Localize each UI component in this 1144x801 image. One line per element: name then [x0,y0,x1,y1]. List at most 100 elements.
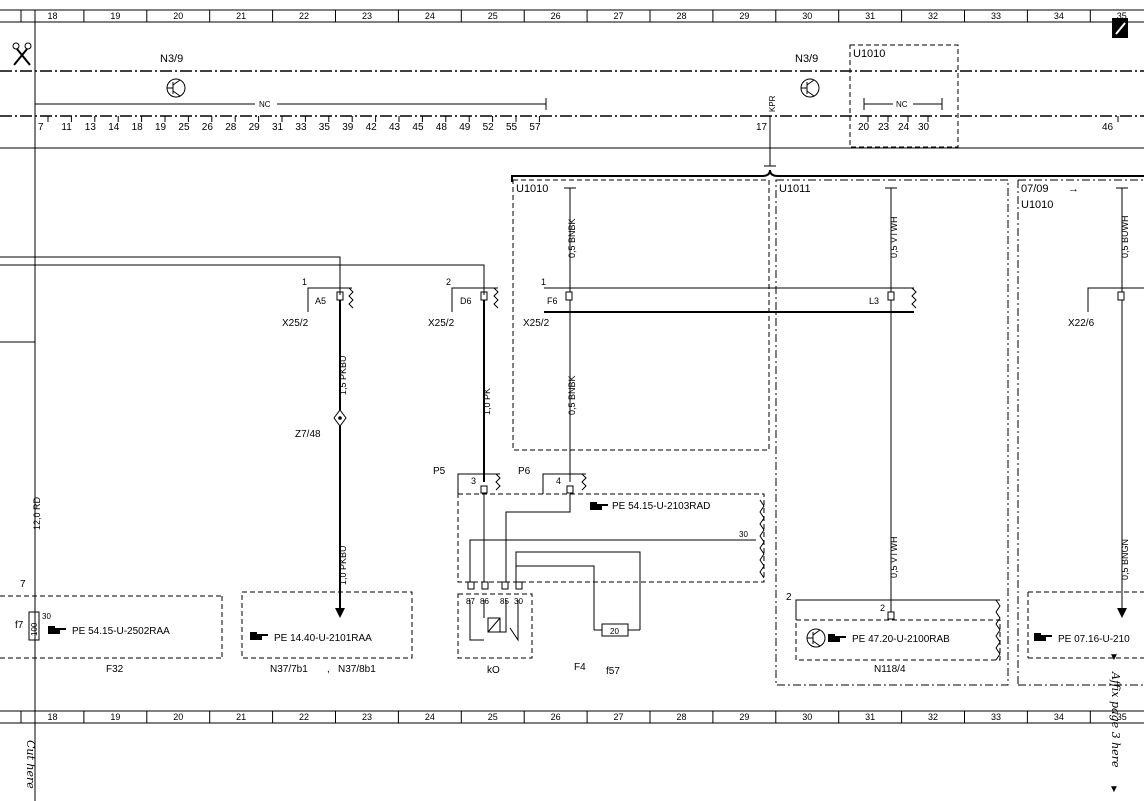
svg-text:PE 14.40-U-2101RAA: PE 14.40-U-2101RAA [274,633,372,644]
splice-z7-48: Z7/48 [295,409,347,440]
top-ruler-col-label: 30 [802,11,812,21]
relay-pin: 87 [466,597,475,606]
bottom-ruler-col-label: 34 [1054,712,1064,722]
bottom-ruler-col-label: 22 [299,712,309,722]
bottom-ruler-col-label: 24 [425,712,435,722]
pin-label: 29 [249,122,261,133]
bottom-ruler-col-label: 25 [488,712,498,722]
group-brace [511,169,1144,182]
bottom-ruler-col-label: 33 [991,712,1001,722]
top-ruler-col-label: 19 [110,11,120,21]
u1010-top-box [849,44,959,148]
top-ruler-col-label: 28 [676,11,686,21]
pin-label: 42 [366,122,378,133]
u1010-mid-box [512,179,770,451]
relay-pin: 85 [500,597,509,606]
pin-label: 30 [918,122,930,133]
relay-pin: 86 [480,597,489,606]
svg-text:3: 3 [471,476,476,486]
connector-d6: 2 D6 X25/2 [428,277,499,329]
transistor-icon [166,78,186,98]
top-ruler-col-label: 26 [551,11,561,21]
svg-text:2: 2 [880,603,885,613]
svg-text:N37/8b1: N37/8b1 [338,664,376,675]
svg-text:Z7/48: Z7/48 [295,429,321,440]
pin-label: 19 [155,122,167,133]
triangle-marker-top: ▼ [1109,652,1119,663]
svg-text:F32: F32 [106,664,124,675]
pin-label: 26 [202,122,214,133]
pe-0716-block: PE 07.16-U-210 [1027,591,1144,659]
svg-text:2: 2 [446,277,451,287]
pin-label: 13 [85,122,97,133]
pin-label: 39 [342,122,354,133]
top-ruler-col-label: 22 [299,11,309,21]
pin-label: 57 [529,122,541,133]
svg-text:PE 47.20-U-2100RAB: PE 47.20-U-2100RAB [852,634,950,645]
top-ruler-col-label: 18 [47,11,57,21]
pin-label: 20 [858,122,870,133]
top-ruler-col-label: 29 [739,11,749,21]
triangle-marker-bottom: ▼ [1109,784,1119,795]
n3-9-label-left: N3/9 [160,53,183,65]
top-ruler-col-label: 20 [173,11,183,21]
pin-label: 31 [272,122,284,133]
svg-text:20: 20 [610,627,619,636]
wire-10-pkbu: 1,0 PKBU [338,545,348,585]
top-ruler-col-label: 34 [1054,11,1064,21]
nc-label-left: NC [259,100,271,109]
u1010-mid-label: U1010 [516,183,548,195]
pin-label: 35 [319,122,331,133]
pointing-hand-icon [590,502,608,510]
svg-text:F4: F4 [574,662,586,673]
svg-text:X25/2: X25/2 [282,318,309,329]
svg-text:PE 07.16-U-210: PE 07.16-U-210 [1058,634,1130,645]
connector-x22-6: X22/6 [1068,318,1095,329]
pin-label: 52 [483,122,495,133]
svg-text:PE 54.15-U-2502RAA: PE 54.15-U-2502RAA [72,626,170,637]
wire-05-buwh: 0,5 BUWH [1120,215,1130,258]
bottom-ruler-col-label: 30 [802,712,812,722]
svg-text:4: 4 [556,476,561,486]
top-ruler-col-label: 27 [614,11,624,21]
svg-text:f7: f7 [15,620,24,631]
svg-text:,: , [327,664,330,675]
bottom-ruler-col-label: 23 [362,712,372,722]
pin-17: 17 [756,122,768,133]
pin-label: 25 [178,122,190,133]
svg-text:2: 2 [786,592,792,603]
wire-05-vtwh: 0,5 VTWH [889,536,899,578]
svg-text:L3: L3 [869,296,879,306]
svg-text:X25/2: X25/2 [428,318,455,329]
arrow-icon: → [1068,183,1079,195]
cut-here-note: Cut here [24,740,37,789]
pin-label: 7 [38,122,44,133]
pin-label: 43 [389,122,401,133]
pointing-hand-icon [1034,633,1052,641]
svg-text:N37/7b1: N37/7b1 [270,664,308,675]
u1010-top-label: U1010 [853,48,885,60]
relay-pin: 30 [514,597,523,606]
top-ruler-col-label: 31 [865,11,875,21]
svg-text:F6: F6 [547,296,558,306]
svg-text:A5: A5 [315,296,326,306]
svg-text:N118/4: N118/4 [874,664,906,675]
pin-label: 24 [898,122,910,133]
bottom-ruler-col-label: 21 [236,712,246,722]
svg-text:7: 7 [20,579,26,590]
wire-120-rd: 12,0 RD [32,496,42,530]
bottom-ruler-col-label: 31 [865,712,875,722]
svg-text:1: 1 [541,277,546,287]
kpr-label: KPR [768,95,777,112]
pointing-hand-icon [48,626,66,634]
bottom-ruler-col-label: 28 [676,712,686,722]
bottom-ruler-col-label: 26 [551,712,561,722]
svg-text:30: 30 [739,530,748,539]
connector-a5: 1 A5 X25/2 [282,277,354,329]
pin-label: 28 [225,122,237,133]
top-ruler-col-label: 23 [362,11,372,21]
transistor-icon [800,78,820,98]
